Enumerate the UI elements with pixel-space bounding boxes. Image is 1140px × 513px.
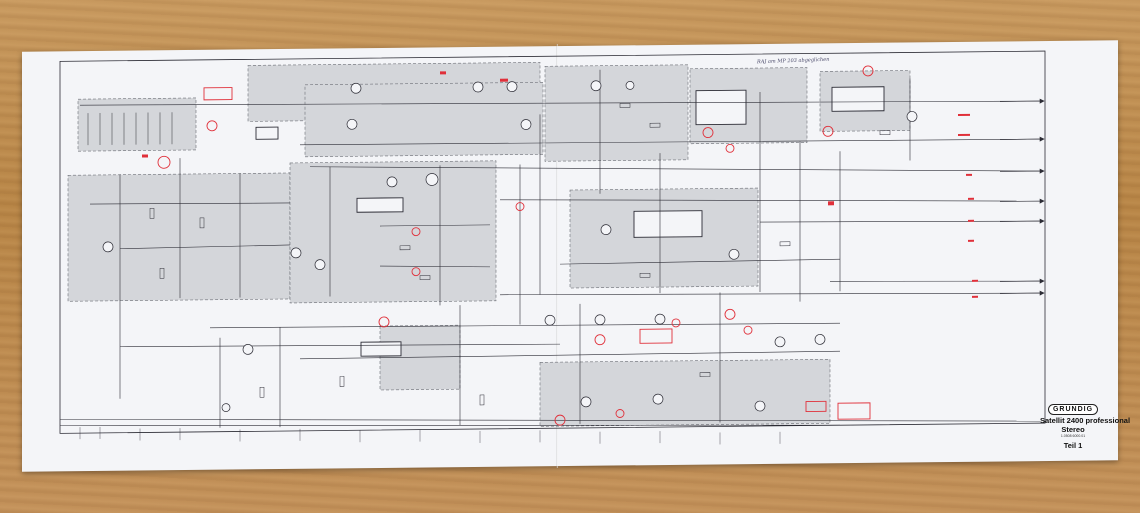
- output-connectors: [1000, 98, 1045, 296]
- ic-synth-chip: [633, 210, 703, 238]
- ic-decoder-chip: [695, 89, 747, 126]
- module-am-if: [289, 160, 497, 304]
- module-fm-frontend: [67, 172, 291, 302]
- schematic-drawing: [59, 50, 1046, 445]
- ic-stereo-chip: [831, 86, 885, 112]
- model-name: Satellit 2400 professional: [1040, 416, 1131, 425]
- ic-ssb-chip: [360, 341, 402, 357]
- ic-band-chip: [255, 126, 279, 140]
- vertical-lines: [119, 69, 911, 428]
- transistors: [102, 80, 918, 412]
- red-value-marks: [142, 71, 978, 298]
- bottom-connector-strip: [79, 426, 781, 445]
- brand-logo: GRUNDIG: [1047, 404, 1099, 415]
- module-audio-amp: [539, 359, 831, 427]
- part-label: Teil 1: [1063, 441, 1083, 450]
- module-mixer: [304, 82, 544, 158]
- model-variant: Stereo: [1061, 425, 1085, 434]
- title-block: GRUNDIG Satellit 2400 professional Stere…: [1040, 398, 1131, 450]
- ic-am-chip: [356, 197, 404, 213]
- outer-frame: [59, 50, 1046, 434]
- paper-fold-line: [556, 44, 558, 468]
- module-band-switch: [77, 97, 197, 152]
- module-blocks: [67, 62, 911, 427]
- band-switch-contacts: [87, 112, 173, 146]
- passive-components: [149, 103, 891, 406]
- module-synthesizer: [569, 187, 759, 289]
- model-code: 1.0508 6000.01: [1060, 434, 1086, 438]
- signal-lines: [59, 100, 1041, 426]
- red-annotations: [157, 65, 874, 426]
- module-if-top: [544, 64, 689, 162]
